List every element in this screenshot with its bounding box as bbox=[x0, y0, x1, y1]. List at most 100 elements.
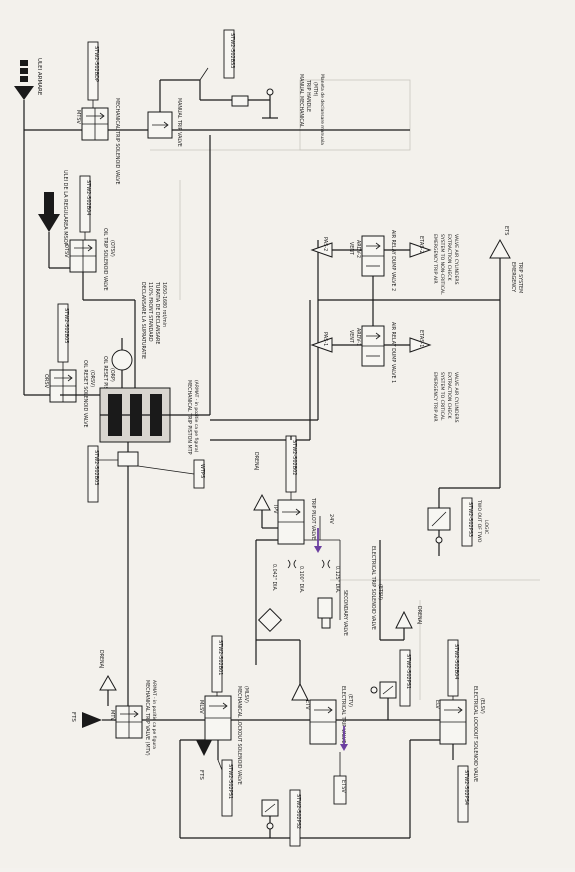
drain-etv bbox=[291, 682, 309, 701]
mechanical-trip-piston[interactable]: MECHANICAL TRIP PISTON MTP (ARMAT - in p… bbox=[99, 135, 211, 455]
ets-line1: EMERGENCY bbox=[510, 262, 516, 292]
ncrit4: VALVE AIR CYLINDERS bbox=[453, 234, 459, 285]
oil-trip-solenoid-valve[interactable]: OTSV OIL TRIP SOLENOID VALVE (OTSV) STW2… bbox=[63, 175, 115, 291]
otsv-label: OIL TRIP SOLENOID VALVE bbox=[102, 228, 108, 291]
etsv-box-label: ETSV bbox=[340, 780, 346, 793]
orifice-1: 0.042" DIA. bbox=[271, 564, 277, 591]
etv-pressure-switch[interactable]: STW2-502PS1 bbox=[336, 649, 440, 721]
mlsv-abbr: MLSV bbox=[198, 700, 204, 714]
secondary-valve[interactable]: SECONDARY VALVE bbox=[317, 590, 348, 636]
air-relay-dump-valve-2[interactable]: AIR RELAY DUMP VALVE 2 ARDV-2 VENT bbox=[348, 230, 396, 300]
elsv-sub: (ELSV) bbox=[479, 698, 485, 714]
two-out-of-two-logic[interactable]: STW2-502PS3 TWO OUT OF TWO LOGIC bbox=[427, 488, 489, 556]
air-relay-dump-valve-1[interactable]: AIR RELAY DUMP VALVE 1 ARDV-1 VENT bbox=[348, 300, 396, 383]
wtps-label: WTPS bbox=[199, 464, 205, 478]
ncrit3: EXTRACTION CHECK bbox=[446, 234, 452, 281]
etv-abbr: ETV bbox=[304, 700, 310, 710]
mtv-abbr: MTV bbox=[109, 710, 115, 721]
drain-right: DRENAJ bbox=[379, 540, 422, 641]
pas2: PAS-2 bbox=[322, 237, 328, 251]
overspeed-line4: 1650-1680 rot/min bbox=[161, 282, 167, 327]
mtv-ps-tag: STW2-502PS1 bbox=[227, 764, 233, 799]
drain-triangle-top bbox=[253, 493, 271, 511]
otsv-tag: STW2-502B04 bbox=[85, 180, 91, 216]
mlsv-sub: (MLSV) bbox=[243, 686, 249, 703]
handle-line4: Maneta de declansare manuala bbox=[319, 74, 325, 145]
mtv-lower-pressure-switch[interactable]: STW2-502PS2 bbox=[261, 789, 301, 847]
mtv-lower-ps-tag: STW2-502PS2 bbox=[295, 794, 301, 829]
oil-reset-solenoid-valve[interactable]: ORSV OIL RESET SOLENOID VALVE (ORSV) STW… bbox=[43, 303, 95, 428]
ets-line2: TRIP SYSTEM bbox=[517, 261, 523, 293]
ncrit1: EMERGENCY TRIP AIR bbox=[432, 234, 438, 284]
ardv2-label: AIR RELAY DUMP VALVE 2 bbox=[390, 230, 396, 291]
overspeed-line1: DECLANSARE LA SUPRATURATIE bbox=[140, 282, 146, 359]
mtp-lower-tag: STW2-502B03 bbox=[93, 450, 99, 486]
manual-trip-valve-top[interactable]: MANUAL TRIP VALVE bbox=[147, 79, 201, 147]
etas-2-outlet: ETAS-2 EMERGENCY TRIP AIR SYSTEM TO NON-… bbox=[384, 234, 459, 295]
electrical-lockout-solenoid-valve[interactable]: ELV ELECTRICAL LOCKOUT SOLENOID VALVE (E… bbox=[434, 639, 485, 782]
orp-sub: (ORP) bbox=[109, 368, 115, 382]
bleed-through bbox=[150, 79, 540, 700]
oil-header-inlet: ULEI DE LA REGULAREA MSOP bbox=[38, 170, 68, 246]
otsv-sub: (OTSV) bbox=[109, 240, 115, 257]
orifice-3: 0.125" DIA. bbox=[334, 566, 340, 593]
drenaj-mtv: DRENAJ bbox=[98, 650, 104, 668]
mtp-label: MECHANICAL TRIP PISTON MTP bbox=[186, 380, 192, 455]
ncrit2: SYSTEM TO NON-CRITICAL bbox=[439, 234, 445, 295]
fts-inlet-center: FTS bbox=[196, 740, 212, 780]
manual-handle-tag: STW2-502BS3 bbox=[229, 33, 235, 68]
logic-line2: LOGIC bbox=[483, 520, 489, 534]
etas-1-outlet: ETAS-1 EMERGENCY TRIP AIR SYSTEM TO CRIT… bbox=[384, 330, 459, 423]
orp-label: OIL RESET PISTON bbox=[102, 356, 108, 400]
orsv-label: OIL RESET SOLENOID VALVE bbox=[82, 360, 88, 428]
mechanical-trip-valve-mtv[interactable]: MTV MECHANICAL TRIP VALVE (MTV) ARMAT - … bbox=[109, 680, 157, 756]
etsv-label: ELECTRICAL TRIP SOLENOID VALVE bbox=[370, 546, 376, 630]
flow-arrow-purple-1 bbox=[314, 528, 322, 553]
secondary-valve-label: SECONDARY VALVE bbox=[342, 590, 348, 636]
mlsv-label: MECHANICAL LOCKOUT SOLENOID VALVE bbox=[236, 686, 242, 785]
orifice-2: 0.100" DIA. bbox=[298, 566, 304, 593]
flow-arrow-purple-2 bbox=[340, 726, 348, 751]
orsv-tag: STW2-502B05 bbox=[63, 308, 69, 344]
vent2: VENT bbox=[348, 242, 354, 255]
electrical-trip-valve[interactable]: ETV ELECTRICAL TRIP VALVE (ETV) bbox=[304, 686, 353, 745]
bottom-left-tag-box: STW2-502PS1 bbox=[217, 759, 233, 817]
etv-label: ELECTRICAL TRIP VALVE bbox=[340, 686, 346, 743]
elsv-ps-tag-box bbox=[457, 765, 469, 823]
mlsv-tag: STW2-502B01 bbox=[217, 640, 223, 676]
elsv-tag: STW2-502B04 bbox=[453, 644, 459, 680]
pas-2-inlet: PAS-2 bbox=[310, 237, 362, 258]
etv-sub: (ETV) bbox=[347, 694, 353, 707]
sdv-tag: STW2-502BDP bbox=[93, 46, 99, 82]
manual-trip-handle[interactable]: STW2-502BS3 MANUAL MECHANICAL TRIP HANDL… bbox=[199, 29, 325, 145]
voltage: 24V bbox=[328, 514, 334, 524]
orsv-sub: (ORSV) bbox=[89, 370, 95, 387]
overspeed-line3: TURATIA DE DECLANSARE bbox=[154, 281, 160, 344]
logic-line1: TWO OUT OF TWO bbox=[476, 499, 482, 543]
fts-label-left: FTS bbox=[70, 712, 76, 722]
handle-line3: (MTH) bbox=[312, 82, 318, 97]
drenaj-top: DRENAJ bbox=[253, 452, 259, 470]
ets-abbr: ETS bbox=[503, 226, 509, 235]
etsv-box[interactable]: ETSV bbox=[333, 752, 347, 805]
overspeed-line2: 110% FRONT STANDARD bbox=[147, 282, 153, 342]
tpv-label: TRIP PILOT VALVE bbox=[310, 497, 316, 540]
crit2: SYSTEM TO CRITICAL bbox=[439, 372, 445, 421]
mtv-label: MECHANICAL TRIP VALVE (MTV) bbox=[144, 680, 150, 756]
crit4: VALVE AIR CYLINDERS bbox=[453, 372, 459, 423]
orsv-abbr: ORSV bbox=[43, 374, 49, 389]
handle-line2: TRIP HANDLE bbox=[305, 79, 311, 112]
etsv-label-block: ELECTRICAL TRIP SOLENOID VALVE (ETSV) bbox=[370, 546, 383, 630]
trip-pilot-tag: STW2-502B02 bbox=[291, 440, 297, 476]
mtp-lower-valve[interactable]: STW2-502B03 WTPS bbox=[87, 442, 205, 503]
handle-line1: MANUAL MECHANICAL bbox=[298, 74, 304, 128]
supply-label: ULEI ARMARE bbox=[36, 58, 42, 96]
fts-label-center: FTS bbox=[198, 770, 204, 780]
emergency-trip-system: ETS EMERGENCY TRIP SYSTEM bbox=[489, 226, 523, 293]
mechanical-lockout-solenoid-valve[interactable]: MLSV MECHANICAL LOCKOUT SOLENOID VALVE (… bbox=[198, 635, 249, 785]
mechanical-trip-solenoid-valve[interactable]: MTSV MECHANICAL TRIP SOLENOID VALVE STW2… bbox=[75, 41, 120, 185]
elsv-abbr: ELV bbox=[434, 700, 440, 709]
trip-pilot-valve[interactable]: TPV TRIP PILOT VALVE STW2-502B02 bbox=[272, 435, 316, 545]
